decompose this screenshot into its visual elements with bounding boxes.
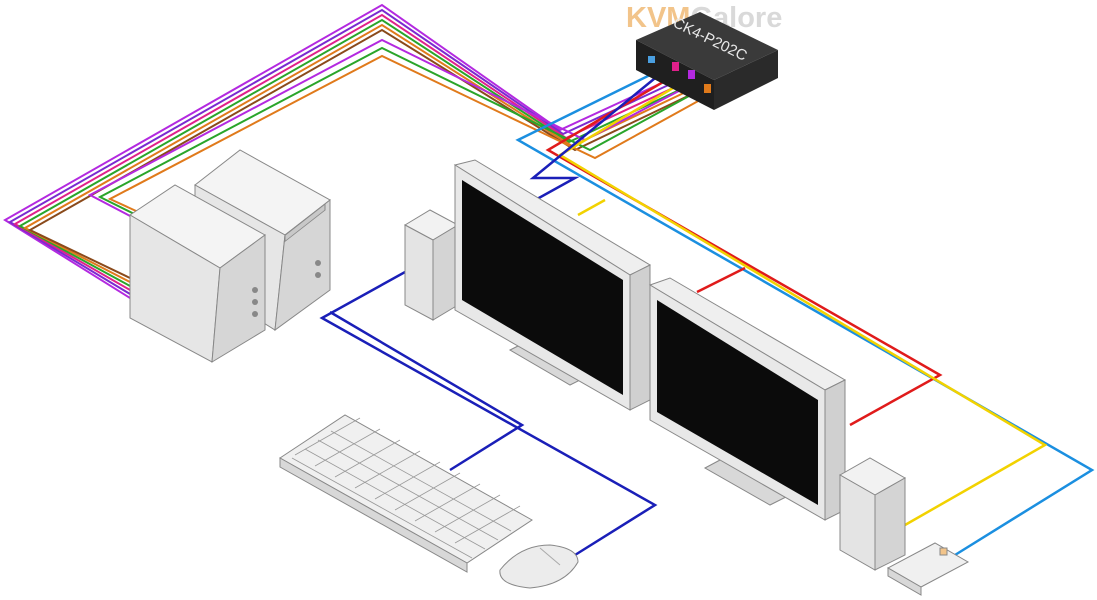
port-3	[688, 70, 695, 79]
speaker-left	[403, 209, 460, 321]
computer-1	[129, 184, 266, 363]
keyboard	[279, 414, 533, 573]
port-2	[672, 62, 679, 71]
kvm-switch: CK4-P202C	[636, 12, 778, 110]
mouse	[499, 544, 579, 589]
pc-cable-purple	[3, 3, 691, 299]
port-1	[648, 56, 655, 63]
video-cable-red-2	[696, 266, 746, 294]
speaker-right	[838, 457, 907, 571]
pc-cable-green	[17, 18, 691, 287]
port-4	[704, 84, 711, 93]
keyboard-keys	[291, 417, 521, 559]
audio-cable	[515, 73, 1095, 557]
audio-device	[886, 542, 970, 596]
drive-bay	[284, 203, 326, 243]
screen-2	[657, 300, 818, 505]
screen-1	[462, 180, 623, 395]
monitor-1	[453, 159, 652, 411]
usb-cable-keyboard-2	[329, 310, 525, 472]
pc-cable-green-2	[97, 46, 701, 245]
power-button	[315, 260, 321, 266]
pc-cable-purple-2	[87, 38, 701, 251]
pc-cable-bundle	[3, 3, 701, 299]
pc-cable-violet	[8, 8, 691, 295]
audio-port	[939, 547, 948, 556]
video-cable-yellow-2	[577, 198, 606, 217]
pc-cable-brown	[27, 28, 691, 279]
console-cables	[319, 69, 1095, 557]
video-cable-yellow	[557, 76, 1048, 527]
monitor-2	[648, 277, 847, 521]
